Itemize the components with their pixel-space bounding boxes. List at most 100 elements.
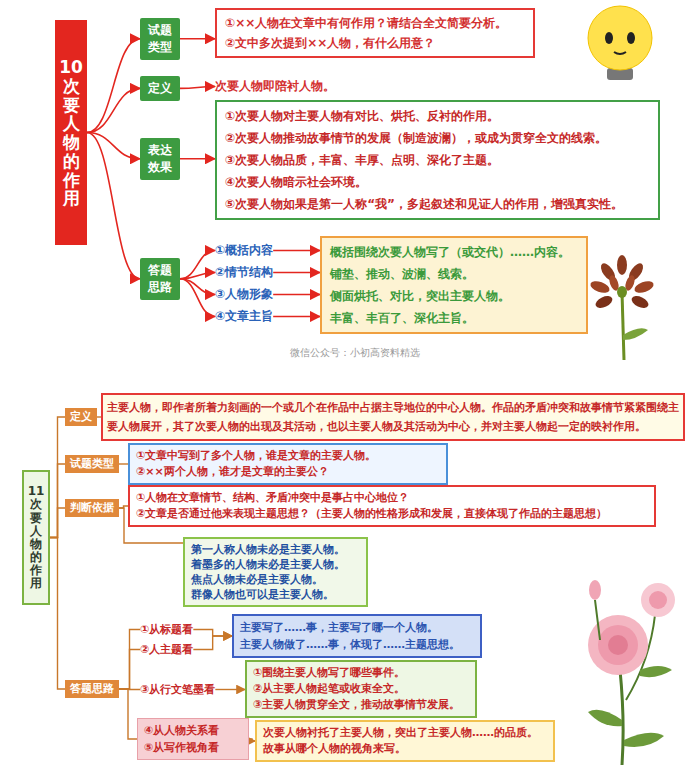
content-box: ①次要人物对主要人物有对比、烘托、反衬的作用。②次要人物推动故事情节的发展（制造… bbox=[215, 100, 660, 220]
connector bbox=[273, 316, 320, 318]
connector bbox=[193, 630, 232, 637]
node-text: ②××两个人物，谁才是文章的主要公？ bbox=[136, 464, 440, 480]
node-text: 11 bbox=[28, 484, 45, 498]
sub-item: ③人物形象 bbox=[215, 286, 273, 303]
node-text: 试题类型 bbox=[70, 457, 114, 471]
node-text: ②文章是否通过他来表现主题思想？（主要人物的性格形成和发展，直接体现了作品的主题… bbox=[136, 506, 648, 522]
mindmap-root: 10次要人物的作用 bbox=[55, 20, 87, 245]
connector bbox=[180, 279, 215, 295]
node-text: 次要人物的作用 bbox=[30, 498, 42, 590]
node-text: 群像人物也可以是主要人物。 bbox=[191, 587, 360, 602]
sub-item: ②人主题看 bbox=[140, 642, 193, 657]
connector bbox=[50, 508, 65, 538]
content-box: ①围绕主要人物写了哪些事件。②从主要人物起笔或收束全文。③主要人物贯穿全文，推动… bbox=[245, 660, 477, 718]
connector bbox=[193, 636, 232, 650]
sub-item: ③从行文笔墨看 bbox=[140, 682, 215, 697]
connector bbox=[180, 38, 215, 40]
node-text: ④文章主旨 bbox=[215, 308, 273, 325]
content-box: 第一人称人物未必是主要人物。着墨多的人物未必是主要人物。焦点人物未必是主要人物。… bbox=[183, 537, 368, 607]
branch-box: 判断依据 bbox=[65, 499, 119, 517]
node-text: 次要人物衬托了主要人物，突出了主要人物……的品质。 bbox=[263, 725, 547, 741]
node-text: 主要写了……事，主要写了哪一个人物。 bbox=[240, 619, 474, 636]
connector bbox=[180, 87, 215, 89]
connector bbox=[180, 158, 215, 160]
node-text: ①文章中写到了多个人物，谁是文章的主要人物。 bbox=[136, 448, 440, 464]
connector bbox=[119, 650, 140, 690]
node-text: 表达效果 bbox=[148, 142, 172, 176]
node-text: ⑤从写作视角看 bbox=[144, 739, 242, 756]
node-text: 定义 bbox=[70, 410, 92, 424]
content-box: ①××人物在文章中有何作用？请结合全文简要分析。②文中多次提到××人物，有什么用… bbox=[215, 8, 535, 58]
node-text: ②人主题看 bbox=[140, 642, 193, 657]
mindmap-root: 11次要人物的作用 bbox=[22, 470, 50, 605]
node-text: ①人物在文章情节、结构、矛盾冲突中是事占中心地位？ bbox=[136, 490, 648, 506]
smiley-sticker bbox=[588, 6, 652, 80]
node-text: ②文中多次提到××人物，有什么用意？ bbox=[225, 33, 525, 53]
rose-illustration bbox=[588, 580, 675, 765]
node-text: 次要人物即陪衬人物。 bbox=[215, 78, 335, 95]
sub-item: ④文章主旨 bbox=[215, 308, 273, 325]
connector bbox=[180, 279, 215, 317]
node-text: 答题思路 bbox=[148, 262, 172, 296]
node-text: ①次要人物对主要人物有对比、烘托、反衬的作用。 bbox=[225, 105, 650, 127]
connector bbox=[119, 463, 128, 464]
content-box: 概括围绕次要人物写了（或交代）……内容。铺垫、推动、波澜、线索。侧面烘托、对比，… bbox=[320, 236, 588, 334]
node-text: ③次要人物品质，丰富、丰厚、点明、深化了主题。 bbox=[225, 149, 650, 171]
node-text: ①围绕主要人物写了哪些事件。 bbox=[253, 665, 469, 681]
content-box: ①文章中写到了多个人物，谁是文章的主要人物。②××两个人物，谁才是文章的主要公？ bbox=[128, 443, 448, 485]
node-text: 概括围绕次要人物写了（或交代）……内容。 bbox=[330, 241, 578, 263]
node-text: ①概括内容 bbox=[215, 242, 273, 259]
node-text: 侧面烘托、对比，突出主要人物。 bbox=[330, 285, 578, 307]
node-text: 定义 bbox=[148, 80, 172, 97]
connector bbox=[87, 133, 140, 279]
branch-box: 试题类型 bbox=[140, 18, 180, 60]
connector bbox=[87, 88, 140, 132]
branch-box: 定义 bbox=[65, 408, 97, 426]
content-text: 次要人物即陪衬人物。 bbox=[215, 78, 335, 95]
connector bbox=[50, 417, 65, 538]
connector bbox=[215, 689, 245, 690]
node-text: 主要人物，即作者所着力刻画的一个或几个在作品中占据主导地位的中心人物。作品的矛盾… bbox=[107, 398, 679, 436]
sub-item: ②情节结构 bbox=[215, 264, 273, 281]
sub-item-group: ④从人物关系看⑤从写作视角看 bbox=[137, 718, 249, 760]
node-text: ②情节结构 bbox=[215, 264, 273, 281]
node-text: ④次要人物暗示社会环境。 bbox=[225, 171, 650, 193]
node-text: ③人物形象 bbox=[215, 286, 273, 303]
node-text: 10 bbox=[59, 57, 83, 77]
connector bbox=[273, 294, 320, 296]
node-text: ③主要人物贯穿全文，推动故事情节发展。 bbox=[253, 697, 469, 713]
flower-sprig bbox=[589, 255, 655, 360]
node-text: ④从人物关系看 bbox=[144, 722, 242, 739]
node-text: ②次要人物推动故事情节的发展（制造波澜），或成为贯穿全文的线索。 bbox=[225, 127, 650, 149]
node-text: ③从行文笔墨看 bbox=[140, 682, 215, 697]
node-text: 铺垫、推动、波澜、线索。 bbox=[330, 263, 578, 285]
branch-box: 答题思路 bbox=[65, 680, 119, 698]
node-text: 判断依据 bbox=[70, 501, 114, 515]
content-box: 次要人物衬托了主要人物，突出了主要人物……的品质。故事从哪个人物的视角来写。 bbox=[255, 720, 555, 762]
connector bbox=[273, 272, 320, 274]
node-text: 次要人物的作用 bbox=[63, 77, 80, 208]
node-text: ②从主要人物起笔或收束全文。 bbox=[253, 681, 469, 697]
node-text: ①从标题看 bbox=[140, 622, 193, 637]
branch-box: 答题思路 bbox=[140, 258, 180, 300]
content-box: 主要写了……事，主要写了哪一个人物。主要人物做了……事，体现了……主题思想。 bbox=[232, 614, 482, 658]
node-text: 故事从哪个人物的视角来写。 bbox=[263, 741, 547, 757]
content-box: ①人物在文章情节、结构、矛盾冲突中是事占中心地位？②文章是否通过他来表现主题思想… bbox=[128, 485, 656, 527]
node-text: 着墨多的人物未必是主要人物。 bbox=[191, 557, 360, 572]
node-text: ⑤次要人物如果是第一人称“我”，多起叙述和见证人的作用，增强真实性。 bbox=[225, 193, 650, 215]
connector bbox=[180, 273, 215, 279]
connector bbox=[87, 39, 140, 133]
content-box: 主要人物，即作者所着力刻画的一个或几个在作品中占据主导地位的中心人物。作品的矛盾… bbox=[101, 393, 685, 441]
watermark: 微信公众号：小初高资料精选 bbox=[290, 346, 420, 360]
node-text: 丰富、丰百了、深化主旨。 bbox=[330, 307, 578, 329]
branch-box: 表达效果 bbox=[140, 138, 180, 180]
node-text: 试题类型 bbox=[148, 22, 172, 56]
sub-item: ①从标题看 bbox=[140, 622, 193, 637]
connector bbox=[180, 251, 215, 279]
connector bbox=[119, 630, 140, 690]
branch-box: 定义 bbox=[140, 76, 180, 101]
connector bbox=[50, 538, 65, 690]
connector bbox=[273, 250, 320, 252]
sub-item: ①概括内容 bbox=[215, 242, 273, 259]
node-text: 答题思路 bbox=[70, 682, 114, 696]
